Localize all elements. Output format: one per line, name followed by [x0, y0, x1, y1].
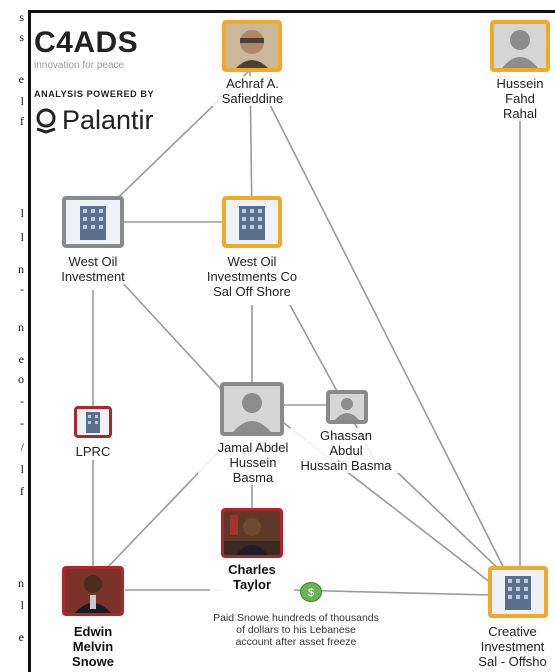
margin-char: s — [19, 30, 24, 44]
powered-by-label: ANALYSIS POWERED BY — [34, 89, 155, 99]
person-silhouette-icon — [330, 394, 364, 420]
label-charles: Charles Taylor — [210, 562, 294, 592]
label-edwin: Edwin Melvin Snowe — [50, 624, 136, 669]
palantir-icon — [36, 108, 56, 134]
left-margin-text: s s e l f l l n - n e o - - / l f n l e — [0, 0, 28, 672]
edge-caption: Paid Snowe hundreds of thousands of doll… — [213, 612, 379, 648]
node-west-oil-co[interactable] — [222, 196, 282, 248]
person-silhouette-icon — [494, 24, 546, 68]
money-icon: $ — [300, 582, 322, 602]
building-icon — [226, 200, 278, 244]
edge-ghassan-creative — [394, 469, 506, 576]
c4ads-tagline: innovation for peace — [34, 60, 125, 71]
margin-char: f — [20, 114, 24, 128]
margin-char: s — [19, 10, 24, 24]
node-creative-investment[interactable] — [488, 566, 548, 618]
label-jamal: Jamal Abdel Hussein Basma — [198, 440, 308, 485]
margin-char: - — [20, 416, 24, 430]
svg-text:$: $ — [308, 587, 314, 599]
label-achraf: Achraf A. Safieddine — [205, 76, 300, 106]
margin-char: l — [20, 206, 24, 220]
margin-char: - — [20, 282, 24, 296]
brand-block: C4ADS innovation for peace ANALYSIS POWE… — [34, 28, 154, 136]
palantir-logo: Palantir — [34, 105, 154, 136]
margin-char: / — [20, 440, 24, 454]
label-creative-investment: Creative Investment Sal - Offsho — [470, 624, 555, 669]
label-west-oil-co: West Oil Investments Co Sal Off Shore — [192, 254, 312, 299]
edge-charles-creative — [289, 589, 491, 596]
margin-char: e — [18, 72, 24, 86]
margin-char: l — [20, 230, 24, 244]
node-lprc[interactable] — [74, 406, 112, 438]
person-silhouette-icon — [224, 386, 280, 432]
portrait-photo — [65, 569, 121, 613]
node-hussein-fahd[interactable] — [490, 20, 550, 72]
c4ads-logo: C4ADS — [34, 26, 139, 59]
margin-char: e — [18, 630, 24, 644]
margin-char: f — [20, 484, 24, 498]
margin-char: n — [18, 576, 24, 590]
diagram-frame — [28, 10, 555, 672]
node-achraf-photo[interactable] — [222, 20, 282, 72]
label-lprc: LPRC — [62, 444, 124, 459]
margin-char: l — [20, 94, 24, 108]
node-jamal[interactable] — [220, 382, 284, 436]
margin-char: n — [18, 320, 24, 334]
building-icon — [492, 570, 544, 614]
margin-char: e — [18, 352, 24, 366]
label-hussein-fahd: Hussein Fahd Rahal — [480, 76, 555, 121]
building-icon — [77, 409, 109, 435]
node-charles-photo[interactable] — [221, 508, 283, 558]
building-icon — [66, 200, 120, 244]
portrait-photo — [226, 24, 278, 68]
portrait-photo — [224, 511, 280, 555]
margin-char: l — [20, 462, 24, 476]
node-ghassan[interactable] — [326, 390, 368, 424]
margin-char: o — [18, 372, 24, 386]
label-west-oil-investment: West Oil Investment — [45, 254, 141, 284]
node-west-oil-investment[interactable] — [62, 196, 124, 248]
margin-char: n — [18, 262, 24, 276]
margin-char: - — [20, 394, 24, 408]
edge-achraf-creative — [264, 94, 521, 601]
label-ghassan: Ghassan Abdul Hussain Basma — [290, 428, 402, 473]
margin-char: l — [20, 598, 24, 612]
node-edwin-photo[interactable] — [62, 566, 124, 616]
palantir-wordmark: Palantir — [62, 105, 154, 135]
